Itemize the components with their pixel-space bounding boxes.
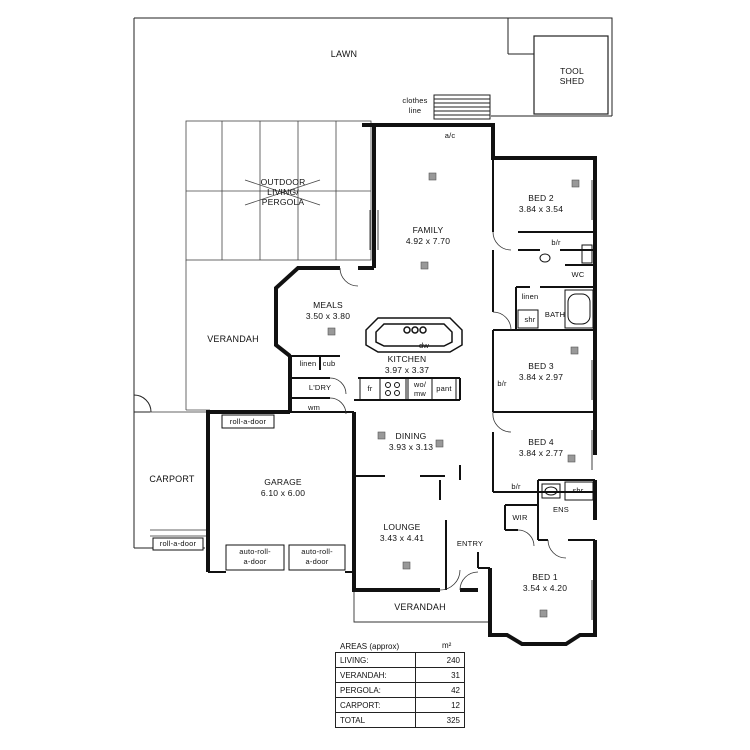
area-value: 325 bbox=[415, 712, 465, 728]
garage-doors bbox=[152, 414, 346, 571]
areas-row: PERGOLA: 42 bbox=[335, 682, 465, 698]
area-label: LIVING: bbox=[335, 652, 416, 668]
bed2-robe-label: b/r bbox=[551, 238, 561, 247]
washing-machine-label: wm bbox=[307, 403, 321, 412]
carport-label: CARPORT bbox=[149, 474, 195, 484]
bed4-dim: 3.84 x 2.77 bbox=[518, 448, 564, 458]
garage-roll-a-door-label: roll-a-door bbox=[229, 417, 267, 426]
auto-door-2-label-2: a-door bbox=[305, 557, 329, 566]
areas-row: CARPORT: 12 bbox=[335, 697, 465, 713]
areas-row: TOTAL 325 bbox=[335, 712, 465, 728]
areas-table: LIVING: 240 VERANDAH: 31 PERGOLA: 42 CAR… bbox=[335, 652, 465, 728]
entry-label: ENTRY bbox=[456, 539, 484, 548]
door-swings bbox=[329, 231, 567, 591]
bathroom-fixtures bbox=[517, 244, 594, 501]
bed2-label: BED 2 bbox=[528, 193, 554, 203]
tool-shed-label-2: SHED bbox=[559, 76, 585, 86]
family-dim: 4.92 x 7.70 bbox=[405, 236, 451, 246]
area-value: 12 bbox=[415, 697, 465, 713]
kitchen-label: KITCHEN bbox=[387, 354, 427, 364]
dining-label: DINING bbox=[395, 431, 427, 441]
tool-shed bbox=[491, 18, 612, 117]
bath-label: BATH bbox=[544, 310, 566, 319]
dining-dim: 3.93 x 3.13 bbox=[388, 442, 434, 452]
verandah-front-label: VERANDAH bbox=[394, 602, 446, 612]
garage-dim: 6.10 x 6.00 bbox=[260, 488, 306, 498]
outdoor-label-2: LIVING/ bbox=[267, 187, 299, 197]
clothes-line bbox=[433, 94, 491, 120]
bed4-label: BED 4 bbox=[528, 437, 554, 447]
garage-label: GARAGE bbox=[264, 477, 302, 487]
areas-row: LIVING: 240 bbox=[335, 652, 465, 668]
verandah-side-label: VERANDAH bbox=[207, 334, 259, 344]
ac-label: a/c bbox=[444, 131, 456, 140]
walk-in-robe-label: WIR bbox=[512, 513, 528, 522]
bed3-robe-label: b/r bbox=[497, 379, 507, 388]
outdoor-label-3: PERGOLA bbox=[261, 197, 305, 207]
lawn-label: LAWN bbox=[330, 49, 358, 59]
area-value: 240 bbox=[415, 652, 465, 668]
ldry-linen-label: linen bbox=[299, 359, 317, 368]
wc-label: WC bbox=[571, 270, 585, 279]
outdoor-label-1: OUTDOOR bbox=[260, 177, 306, 187]
pantry-label: pant bbox=[436, 384, 452, 393]
property-boundary bbox=[133, 17, 613, 549]
ensuite-shower-label: shr bbox=[572, 486, 584, 495]
areas-row: VERANDAH: 31 bbox=[335, 667, 465, 683]
carport-outline bbox=[150, 411, 207, 537]
tool-shed-label-1: TOOL bbox=[560, 66, 584, 76]
areas-title: AREAS (approx) bbox=[340, 642, 400, 651]
areas-unit: m² bbox=[442, 641, 452, 650]
front-verandah-outline bbox=[353, 590, 488, 623]
clothes-line-label-2: line bbox=[408, 106, 422, 115]
area-value: 31 bbox=[415, 667, 465, 683]
kitchen-dim: 3.97 x 3.37 bbox=[384, 365, 430, 375]
area-label: PERGOLA: bbox=[335, 682, 416, 698]
area-label: CARPORT: bbox=[335, 697, 416, 713]
oven-label-1: wo/ bbox=[413, 380, 427, 389]
family-label: FAMILY bbox=[412, 225, 444, 235]
auto-door-1-label-2: a-door bbox=[243, 557, 267, 566]
lounge-dim: 3.43 x 4.41 bbox=[379, 533, 425, 543]
bed1-label: BED 1 bbox=[532, 572, 558, 582]
area-value: 42 bbox=[415, 682, 465, 698]
bed2-dim: 3.84 x 3.54 bbox=[518, 204, 564, 214]
ceiling-lights bbox=[327, 172, 580, 618]
ensuite-label: ENS bbox=[552, 505, 570, 514]
meals-dim: 3.50 x 3.80 bbox=[305, 311, 351, 321]
bath-shower-label: shr bbox=[524, 315, 536, 324]
fridge-label: fr bbox=[367, 384, 373, 393]
meals-label: MEALS bbox=[313, 300, 343, 310]
bed3-label: BED 3 bbox=[528, 361, 554, 371]
dishwasher-label: dw bbox=[419, 341, 429, 350]
oven-label-2: mw bbox=[413, 389, 427, 398]
bath-linen-label: linen bbox=[521, 292, 539, 301]
bed4-robe-label: b/r bbox=[511, 482, 521, 491]
windows bbox=[369, 180, 593, 620]
kitchen-island bbox=[365, 317, 463, 353]
bed1-dim: 3.54 x 4.20 bbox=[522, 583, 568, 593]
clothes-line-label-1: clothes bbox=[402, 96, 428, 105]
auto-door-1-label-1: auto-roll- bbox=[239, 547, 271, 556]
auto-door-2-label-1: auto-roll- bbox=[301, 547, 333, 556]
kitchen-counters bbox=[359, 377, 457, 401]
area-label: TOTAL bbox=[335, 712, 416, 728]
laundry-label: L'DRY bbox=[308, 383, 332, 392]
area-label: VERANDAH: bbox=[335, 667, 416, 683]
lounge-label: LOUNGE bbox=[383, 522, 421, 532]
bed3-dim: 3.84 x 2.97 bbox=[518, 372, 564, 382]
cupboard-label: cub bbox=[322, 359, 336, 368]
pergola-grid bbox=[185, 120, 372, 411]
carport-roll-a-door-label: roll-a-door bbox=[159, 539, 197, 548]
